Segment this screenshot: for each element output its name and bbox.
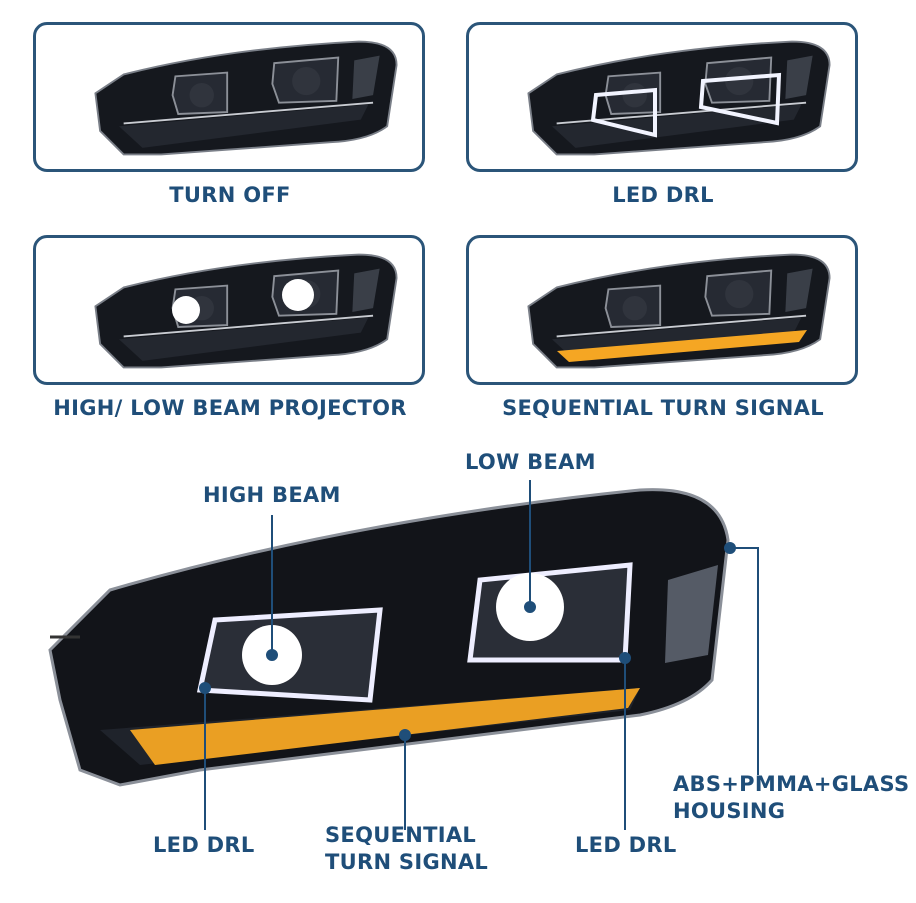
callout-sequential-turn-signal: SEQUENTIAL TURN SIGNAL [325, 822, 488, 876]
callout-sequential-line2: TURN SIGNAL [325, 850, 489, 874]
panel-beam [33, 235, 425, 385]
callout-housing: ABS+PMMA+GLASS HOUSING [673, 771, 909, 825]
main-headlight-image [48, 488, 730, 787]
caption-led-drl: LED DRL [612, 183, 714, 207]
callout-housing-line2: HOUSING [673, 799, 786, 823]
panel-led-drl [466, 22, 858, 172]
callout-high-beam: HIGH BEAM [203, 483, 341, 507]
caption-beam: HIGH/ LOW BEAM PROJECTOR [53, 396, 407, 420]
caption-turn-signal: SEQUENTIAL TURN SIGNAL [502, 396, 824, 420]
callout-led-drl-left: LED DRL [153, 833, 255, 857]
headlight-turn-image [527, 253, 831, 369]
headlight-beam-image [94, 253, 398, 369]
panel-turn-off [33, 22, 425, 172]
caption-turn-off: TURN OFF [169, 183, 291, 207]
callout-led-drl-right: LED DRL [575, 833, 677, 857]
callout-low-beam: LOW BEAM [465, 450, 596, 474]
headlight-drl-image [527, 40, 831, 156]
panel-turn-signal [466, 235, 858, 385]
callout-sequential-line1: SEQUENTIAL [325, 823, 477, 847]
callout-housing-line1: ABS+PMMA+GLASS [673, 772, 910, 796]
main-headlight-diagram [48, 480, 759, 830]
headlight-off-image [94, 40, 398, 156]
